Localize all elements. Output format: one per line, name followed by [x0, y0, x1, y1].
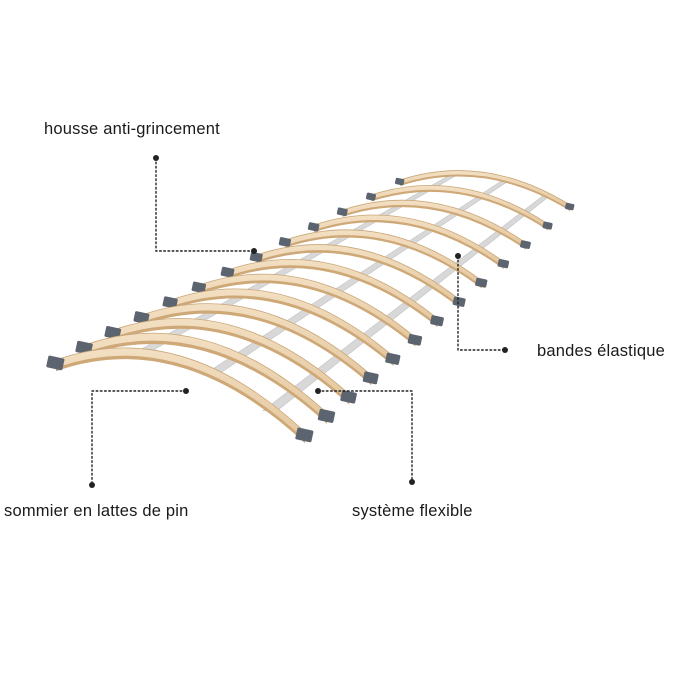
slat-edge — [228, 265, 438, 328]
end-cap-left — [249, 251, 263, 263]
end-cap-right — [362, 371, 379, 385]
end-cap-left — [133, 311, 150, 325]
slat-edge — [199, 280, 416, 347]
end-cap-right — [475, 277, 488, 288]
callout-leaders — [89, 155, 508, 488]
slat-9 — [278, 229, 488, 289]
pine-slats — [46, 170, 575, 444]
leader-dot-end — [251, 248, 257, 254]
slat-edge — [170, 295, 394, 366]
leader-line — [91, 390, 187, 486]
leader-sommier — [89, 388, 189, 488]
end-cap-left — [394, 177, 405, 186]
slat-5 — [162, 288, 401, 366]
end-cap-left — [220, 266, 235, 278]
end-cap-right — [430, 315, 444, 327]
slat-10 — [307, 214, 510, 270]
label-sommier-lattes-pin: sommier en lattes de pin — [4, 502, 189, 520]
end-cap-right — [564, 202, 575, 211]
end-cap-right — [542, 221, 553, 230]
leader-bandes — [455, 253, 508, 353]
end-cap-right — [407, 333, 423, 346]
leader-line — [155, 157, 255, 252]
end-cap-left — [278, 237, 292, 247]
slat-8 — [249, 244, 466, 308]
end-cap-right — [340, 390, 357, 404]
label-bandes-elastique: bandes élastique — [537, 342, 665, 360]
leader-dot-end — [409, 479, 415, 485]
slat-edge — [256, 250, 460, 308]
leader-dot-start — [315, 388, 321, 394]
slat-7 — [220, 258, 444, 328]
end-cap-right — [385, 352, 401, 365]
slat-edge — [285, 235, 482, 289]
slat-edge — [400, 174, 570, 211]
leader-line — [457, 255, 506, 351]
slat-body — [55, 347, 306, 442]
end-cap-left — [365, 192, 377, 201]
leader-dot-end — [502, 347, 508, 353]
label-systeme-flexible: système flexible — [352, 502, 473, 520]
slat-edge — [314, 220, 504, 270]
end-cap-left — [336, 207, 348, 217]
leader-line — [317, 390, 413, 483]
slat-12 — [365, 185, 553, 231]
leader-housse — [153, 155, 257, 254]
slat-6 — [191, 273, 423, 347]
end-cap-left — [307, 222, 320, 232]
end-cap-left — [191, 281, 207, 294]
leader-systeme — [315, 388, 415, 485]
end-cap-right — [520, 240, 531, 249]
end-cap-right — [295, 427, 314, 443]
leader-dot-end — [89, 482, 95, 488]
slat-2 — [75, 332, 336, 424]
leader-dot-start — [183, 388, 189, 394]
leader-dot-start — [153, 155, 159, 161]
slat-11 — [336, 199, 531, 250]
leader-dot-start — [455, 253, 461, 259]
end-cap-right — [452, 296, 466, 307]
end-cap-right — [497, 259, 510, 269]
end-cap-right — [317, 408, 336, 423]
end-cap-left — [46, 355, 65, 371]
slat-edge — [142, 310, 372, 386]
slat-4 — [133, 303, 379, 386]
slat-edge — [342, 205, 526, 250]
label-housse-anti-grincement: housse anti-grincement — [44, 120, 220, 138]
end-cap-left — [162, 296, 178, 309]
slat-13 — [394, 170, 575, 211]
slat-edge — [371, 190, 548, 231]
slat-1 — [46, 347, 314, 444]
